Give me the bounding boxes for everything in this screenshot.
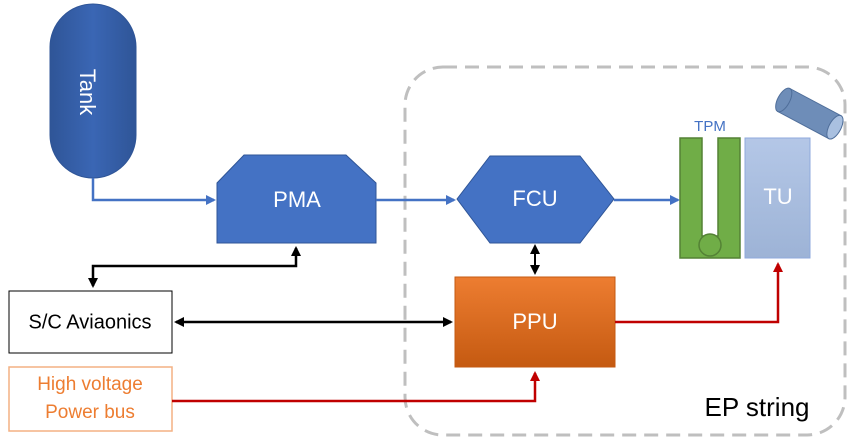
avionics-label: S/C Aviaonics — [28, 311, 151, 333]
tank-label: Tank — [75, 69, 100, 116]
power-bus-label-line1: High voltage — [37, 374, 143, 395]
tank-to-pma-line — [91, 178, 216, 205]
tpm-shape — [679, 137, 741, 259]
ep-string-boundary — [403, 65, 847, 437]
ppu-to-tu-line — [615, 262, 783, 324]
power-bus-box — [8, 366, 173, 432]
power-bus-to-ppu-line — [172, 371, 540, 403]
avionics-pma-link — [88, 246, 301, 288]
pma-shape — [216, 154, 377, 244]
fcu-label: FCU — [512, 186, 557, 211]
ppu-label: PPU — [512, 309, 557, 334]
tpm-label: TPM — [694, 118, 726, 135]
pma-label: PMA — [273, 187, 321, 212]
ppu-shape — [454, 276, 616, 368]
tu-shape — [744, 137, 811, 259]
tpm-ball — [698, 233, 722, 257]
ep-string-label: EP string — [704, 392, 809, 422]
power-bus-label-line2: Power bus — [45, 402, 135, 423]
cylinder-icon — [775, 87, 844, 140]
tu-label: TU — [763, 184, 792, 209]
avionics-box — [8, 290, 173, 354]
